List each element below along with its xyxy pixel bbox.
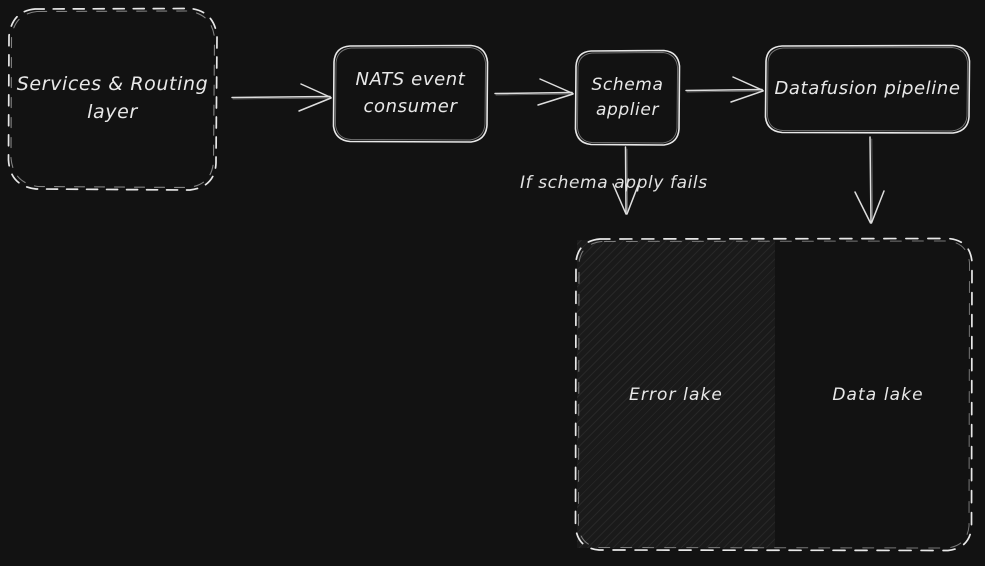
data-lake-label[interactable]: Data lake [832, 385, 924, 405]
edge-datafusion-to-data-lake[interactable] [854, 136, 885, 224]
nats-event-consumer-label: NATS event consumer [355, 69, 466, 117]
edge-services-to-nats[interactable] [231, 83, 332, 112]
services-routing-layer-label: Services & Routing layer [16, 73, 209, 123]
services-routing-layer-node[interactable]: Services & Routing layer [8, 8, 217, 190]
edge-label-if-schema-apply-fails: If schema apply fails [520, 173, 708, 193]
edge-schema-to-datafusion[interactable] [685, 76, 764, 103]
datafusion-pipeline-node[interactable]: Datafusion pipeline [765, 45, 970, 133]
error-lake-label[interactable]: Error lake [629, 385, 723, 405]
schema-applier-label: Schema applier [591, 74, 664, 120]
schema-applier-node[interactable]: Schema applier [575, 50, 680, 145]
datafusion-pipeline-label: Datafusion pipeline [774, 77, 961, 99]
nats-event-consumer-node[interactable]: NATS event consumer [333, 45, 488, 142]
edge-nats-to-schema[interactable] [494, 78, 574, 106]
